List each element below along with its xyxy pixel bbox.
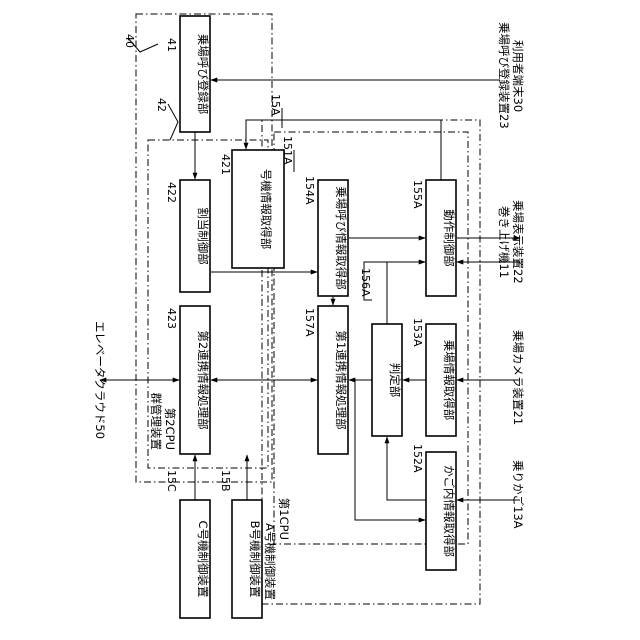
controller-b-label: B号機制御装置	[248, 521, 262, 598]
wire-156a-to-155a	[387, 262, 425, 324]
ref-42: 42	[155, 98, 168, 112]
call-registration-label: 乗場呼び登録部	[196, 34, 210, 115]
ref-151a: 151A	[281, 136, 294, 165]
ref-154a: 154A	[303, 176, 316, 205]
elevator-cloud-label: エレベータクラウド50	[93, 321, 107, 439]
call-registration-device-label: 乗場呼び登録装置23	[497, 22, 511, 129]
ref-423: 423	[165, 308, 178, 329]
ref-153a: 153A	[411, 318, 424, 347]
ref-41: 41	[165, 38, 178, 52]
hall-call-acq-label: 乗場呼び情報取得部	[334, 186, 348, 290]
car-label: 乗りかご13A	[511, 460, 525, 529]
ref-155a: 155A	[411, 180, 424, 209]
ref-421: 421	[219, 154, 232, 175]
hall-camera-label: 乗場カメラ装置21	[511, 330, 525, 425]
cooperation2-label: 第2連携情報処理部	[196, 330, 210, 429]
controller-a-label: A号機制御装置	[263, 523, 277, 600]
group-management-label: 群管理装置	[149, 393, 163, 451]
hall-info-acq-label: 乗場情報取得部	[442, 340, 456, 421]
judgment-label: 判定部	[388, 363, 402, 398]
ref-15c: 15C	[165, 470, 178, 492]
ref-leader-42	[168, 104, 178, 140]
controller-c-label: C号機制御装置	[196, 520, 210, 597]
ref-15b: 15B	[219, 470, 232, 492]
hall-display-label: 乗場表示装置22	[511, 200, 525, 284]
ref-40: 40	[123, 34, 136, 48]
first-cpu-label: 第1CPU	[277, 498, 291, 540]
ref-422: 422	[165, 182, 178, 203]
operation-label: 動作制御部	[442, 209, 456, 267]
user-terminal-label: 利用者端末30	[511, 40, 525, 112]
cooperation1-label: 第1連携情報処理部	[334, 330, 348, 429]
assignment-label: 割当制御部	[196, 207, 210, 265]
ref-157a: 157A	[303, 308, 316, 337]
second-cpu-label: 第2CPU	[163, 408, 177, 450]
ref-152a: 152A	[411, 444, 424, 473]
ref-156a: 156A	[359, 268, 372, 297]
car-info-acq-label: かご内情報取得部	[442, 465, 456, 557]
ref-15a: 15A	[269, 94, 282, 116]
number-info-label: 号機情報取得部	[259, 169, 273, 250]
number-info-box	[232, 150, 284, 268]
hoist-label: 巻き上げ機11	[497, 206, 511, 278]
